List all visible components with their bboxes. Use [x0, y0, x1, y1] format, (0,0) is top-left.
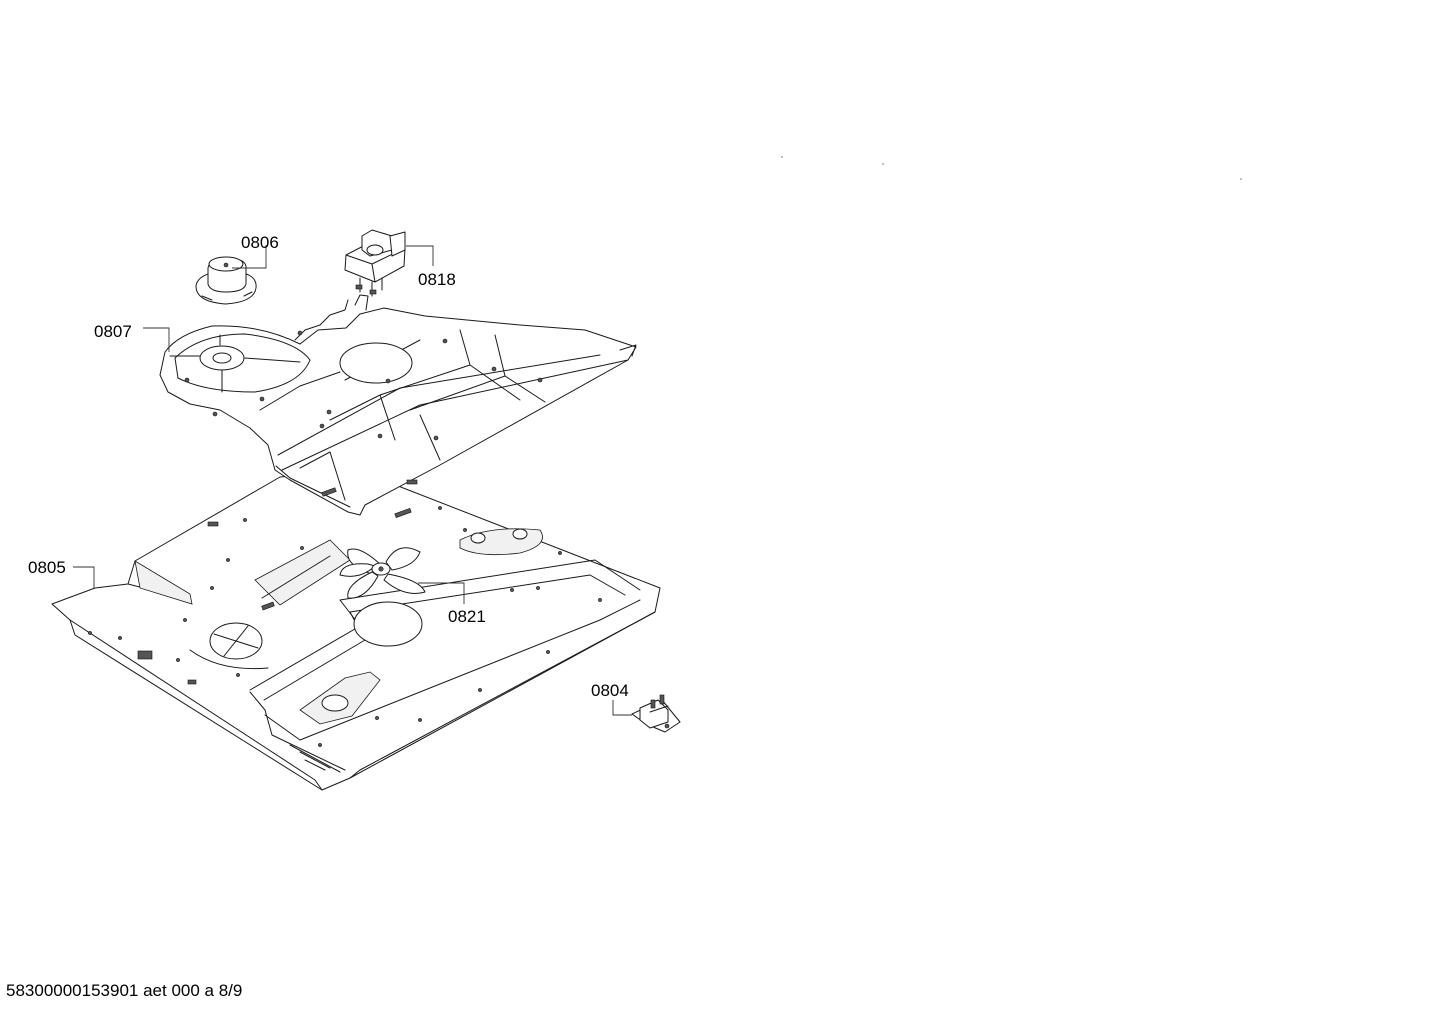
leader-line-0807 [143, 327, 170, 352]
part-label-0818[interactable]: 0818 [418, 270, 456, 289]
leader-line-0806 [232, 245, 267, 269]
fan-housing-part [159, 294, 637, 516]
part-label-0821[interactable]: 0821 [448, 607, 486, 626]
document-reference: 58300000153901 aet 000 a 8/9 [6, 981, 243, 1000]
fan-blade-part [339, 547, 426, 599]
turnspit-motor-part [344, 229, 406, 297]
leader-line-0804 [612, 700, 632, 716]
leader-line-0805 [73, 566, 95, 588]
part-label-0807[interactable]: 0807 [94, 322, 132, 341]
part-label-0804[interactable]: 0804 [591, 681, 629, 700]
leader-line-0821 [418, 582, 465, 604]
motor-part [195, 256, 257, 305]
base-plate-part [51, 469, 661, 791]
part-label-0806[interactable]: 0806 [241, 233, 279, 252]
part-label-0805[interactable]: 0805 [28, 558, 66, 577]
thermostat-part [631, 694, 681, 733]
leader-line-0818 [406, 245, 434, 266]
